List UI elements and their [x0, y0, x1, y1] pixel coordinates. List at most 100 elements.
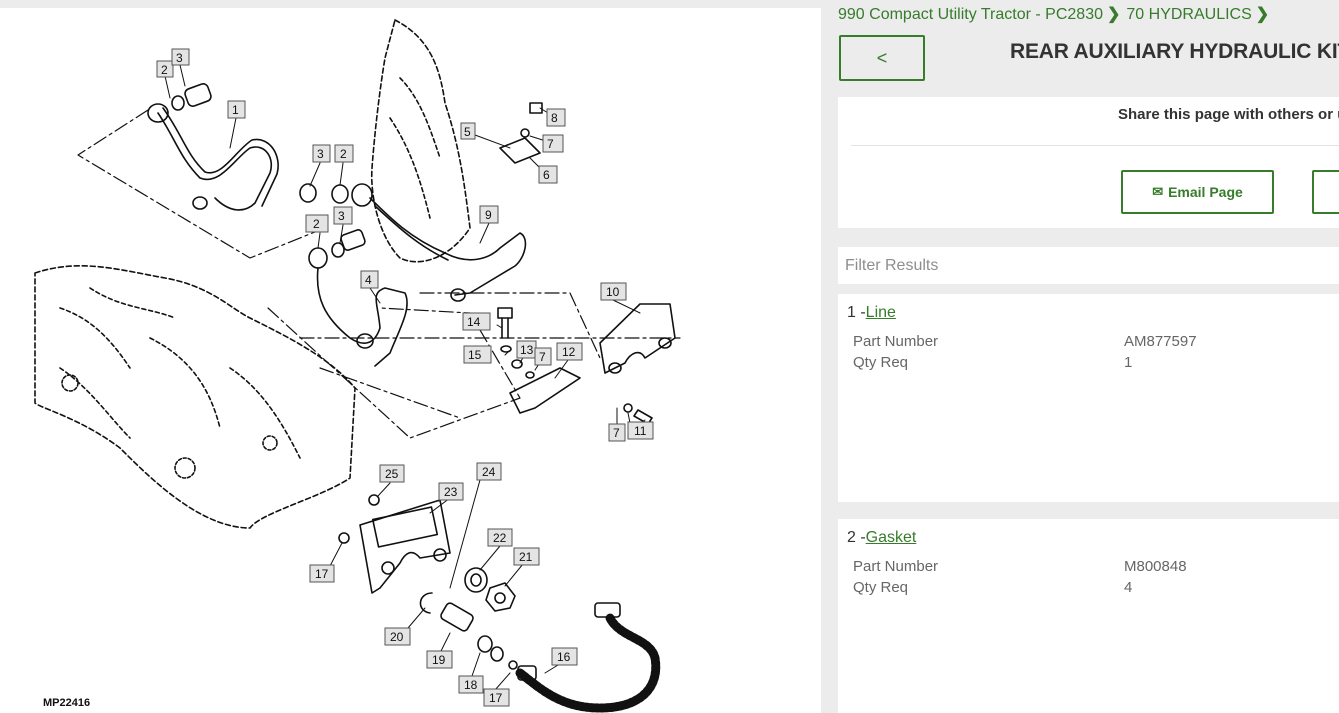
svg-text:22: 22	[493, 531, 507, 545]
callout-3[interactable]: 3	[171, 48, 190, 66]
callout-2[interactable]: 2	[334, 144, 354, 163]
svg-text:3: 3	[338, 209, 345, 223]
part-card: 2 -Gasket Part Number M800848 Qty Req 4	[838, 519, 1339, 713]
callout-6[interactable]: 6	[538, 165, 558, 184]
svg-text:2: 2	[313, 217, 320, 231]
callout-11[interactable]: 11	[627, 421, 654, 440]
parts-diagram[interactable]: 2 3 1 3 2 2 3 4 5 8 7 6 9 10 14 15 13 7 …	[0, 8, 821, 713]
svg-text:17: 17	[315, 567, 329, 581]
svg-text:3: 3	[176, 51, 183, 65]
svg-text:16: 16	[557, 650, 571, 664]
filter-bar	[838, 247, 1339, 284]
callout-4[interactable]: 4	[360, 270, 379, 289]
divider	[851, 145, 1339, 146]
share-card: Share this page with others or u ✉ Email…	[838, 97, 1339, 228]
callout-25[interactable]: 25	[379, 464, 405, 483]
callout-9[interactable]: 9	[479, 205, 499, 224]
part-name-link[interactable]: Line	[865, 304, 896, 321]
part-heading: 2 -Gasket	[847, 529, 916, 547]
callout-7[interactable]: 7	[534, 347, 552, 366]
callout-24[interactable]: 24	[476, 462, 502, 481]
callout-7[interactable]: 7	[542, 134, 564, 153]
svg-text:20: 20	[390, 630, 404, 644]
svg-text:14: 14	[467, 315, 481, 329]
svg-text:6: 6	[543, 168, 550, 182]
callout-1[interactable]: 1	[227, 100, 246, 119]
svg-text:7: 7	[547, 137, 554, 151]
svg-text:4: 4	[365, 273, 372, 287]
callout-2[interactable]: 2	[305, 214, 329, 233]
callout-20[interactable]: 20	[384, 627, 411, 646]
breadcrumb: 990 Compact Utility Tractor - PC2830❯70 …	[838, 4, 1275, 24]
qty-req-label: Qty Req	[853, 354, 909, 371]
email-page-label: Email Page	[1168, 184, 1243, 200]
callout-12[interactable]: 12	[556, 342, 583, 361]
svg-text:7: 7	[539, 350, 546, 364]
callout-17[interactable]: 17	[309, 564, 335, 583]
callout-5[interactable]: 5	[460, 122, 476, 140]
svg-text:11: 11	[634, 424, 647, 438]
email-page-button[interactable]: ✉ Email Page	[1121, 170, 1274, 214]
part-heading: 1 -Line	[847, 304, 896, 322]
callout-23[interactable]: 23	[438, 482, 464, 501]
callout-22[interactable]: 22	[487, 528, 513, 547]
share-text: Share this page with others or u	[1118, 106, 1339, 123]
part-number-label: Part Number	[853, 333, 939, 350]
svg-text:25: 25	[385, 467, 399, 481]
callout-16[interactable]: 16	[551, 647, 578, 666]
qty-req-value: 1	[1124, 354, 1133, 371]
breadcrumb-item-section[interactable]: 70 HYDRAULICS	[1126, 6, 1252, 23]
callout-15[interactable]: 15	[463, 345, 492, 364]
envelope-icon: ✉	[1152, 184, 1164, 199]
svg-text:3: 3	[317, 147, 324, 161]
part-name-link[interactable]: Gasket	[865, 529, 917, 546]
back-button[interactable]: <	[839, 35, 925, 81]
part-index: 1 -	[847, 304, 866, 321]
callout-7[interactable]: 7	[608, 423, 626, 442]
callout-2[interactable]: 2	[156, 60, 174, 78]
callout-19[interactable]: 19	[426, 650, 453, 669]
svg-text:10: 10	[606, 285, 620, 299]
svg-text:9: 9	[485, 208, 492, 222]
callout-10[interactable]: 10	[600, 282, 627, 301]
svg-text:5: 5	[464, 125, 471, 139]
part-index: 2 -	[847, 529, 866, 546]
svg-text:12: 12	[562, 345, 576, 359]
part-number-value: M800848	[1124, 558, 1187, 575]
svg-text:17: 17	[489, 691, 503, 705]
svg-text:19: 19	[432, 653, 446, 667]
svg-text:23: 23	[444, 485, 458, 499]
share-button[interactable]	[1312, 170, 1339, 214]
callout-3[interactable]: 3	[312, 144, 331, 163]
callout-3[interactable]: 3	[333, 206, 353, 225]
page-title: REAR AUXILIARY HYDRAULIC KIT -	[1010, 40, 1339, 63]
callout-18[interactable]: 18	[458, 675, 484, 694]
chevron-left-icon: <	[876, 47, 888, 68]
callout-14[interactable]: 14	[462, 312, 491, 331]
qty-req-value: 4	[1124, 579, 1133, 596]
filter-results-input[interactable]	[838, 247, 1339, 284]
svg-text:24: 24	[482, 465, 496, 479]
svg-text:1: 1	[232, 103, 239, 117]
svg-text:7: 7	[613, 426, 620, 440]
svg-text:18: 18	[464, 678, 478, 692]
callout-17[interactable]: 17	[483, 688, 510, 707]
svg-text:8: 8	[551, 111, 558, 125]
exploded-view-drawing: 2 3 1 3 2 2 3 4 5 8 7 6 9 10 14 15 13 7 …	[34, 19, 681, 713]
svg-text:15: 15	[468, 348, 482, 362]
diagram-id-label: MP22416	[43, 697, 91, 709]
part-card: 1 -Line Part Number AM877597 Qty Req 1	[838, 294, 1339, 502]
callout-8[interactable]: 8	[546, 108, 566, 127]
qty-req-label: Qty Req	[853, 579, 909, 596]
part-number-value: AM877597	[1124, 333, 1197, 350]
breadcrumb-item-model[interactable]: 990 Compact Utility Tractor - PC2830	[838, 6, 1103, 23]
svg-text:2: 2	[340, 147, 347, 161]
svg-text:21: 21	[519, 550, 533, 564]
svg-text:13: 13	[520, 343, 534, 357]
part-number-label: Part Number	[853, 558, 939, 575]
chevron-right-icon: ❯	[1107, 6, 1121, 23]
callout-13[interactable]: 13	[516, 340, 537, 359]
chevron-right-icon: ❯	[1255, 6, 1270, 23]
parts-list-panel: 990 Compact Utility Tractor - PC2830❯70 …	[838, 0, 1339, 713]
callout-21[interactable]: 21	[513, 547, 540, 566]
